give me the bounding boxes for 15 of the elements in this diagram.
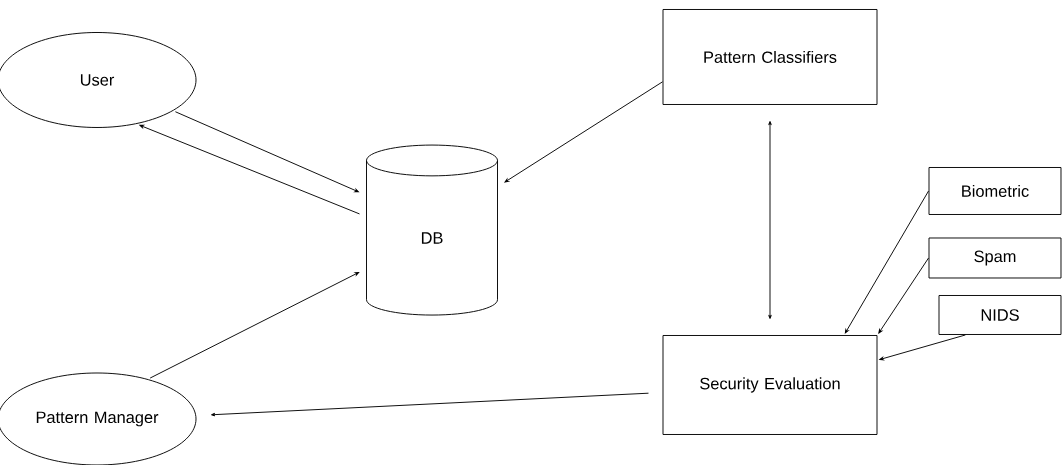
arrow — [211, 392, 649, 417]
arrow — [174, 111, 359, 193]
arrow — [878, 257, 929, 334]
process-box: Spam — [928, 237, 1062, 279]
process-box: Pattern Classifiers — [662, 9, 878, 105]
arrow — [768, 121, 772, 319]
database-cylinder: DB — [366, 144, 498, 316]
arrow — [844, 190, 929, 334]
arrow — [139, 124, 360, 215]
process-box: Biometric — [928, 167, 1062, 215]
process-box: Security Evaluation — [662, 335, 878, 435]
process-box: NIDS — [938, 295, 1062, 335]
arrow — [879, 334, 966, 361]
arrow — [504, 81, 663, 183]
arrow — [149, 272, 360, 379]
